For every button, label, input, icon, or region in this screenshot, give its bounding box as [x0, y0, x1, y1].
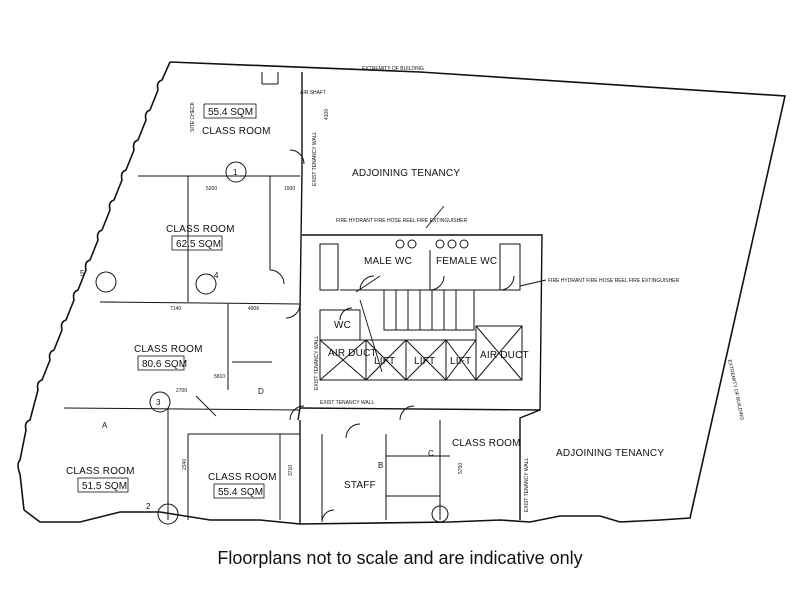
marker-4: 4: [214, 271, 219, 280]
plan-labels: EXTREMITY OF BUILDING AIR SHAFT ADJOININ…: [66, 66, 745, 512]
marker-d: D: [258, 387, 264, 396]
fire-equipment-left: FIRE HYDRANT FIRE HOSE REEL FIRE EXTINGU…: [336, 218, 468, 224]
room-3-name: CLASS ROOM: [134, 344, 203, 355]
lift-3-label: LIFT: [450, 356, 471, 367]
air-shaft-label: AIR SHAFT: [300, 90, 326, 96]
room-5-area: 55.4 SQM: [218, 487, 263, 498]
room-4-area: 51.5 SQM: [82, 481, 127, 492]
marker-c: C: [428, 449, 434, 458]
marker-2: 2: [146, 502, 151, 511]
dim-4100: 4100: [324, 109, 330, 120]
marker-a: A: [102, 421, 108, 430]
marker-b: B: [378, 461, 383, 470]
extremity-top-label: EXTREMITY OF BUILDING: [362, 66, 424, 72]
marker-5: 5: [80, 269, 85, 278]
service-core: [319, 239, 523, 381]
dim-5750: 5750: [458, 463, 464, 474]
tenancy-boundary: [297, 72, 543, 524]
room-1-name: CLASS ROOM: [202, 126, 271, 137]
staff-label: STAFF: [344, 480, 376, 491]
room-2-area: 62.5 SQM: [176, 239, 221, 250]
exist-tenancy-wall-b: EXIST TENANCY WALL: [314, 336, 320, 390]
site-check-label: SITE CHECK: [190, 101, 196, 132]
room-5-name: CLASS ROOM: [208, 472, 277, 483]
grid-markers: [95, 161, 449, 525]
room-6-name: CLASS ROOM: [452, 438, 521, 449]
lift-2-label: LIFT: [414, 356, 435, 367]
dim-7140: 7140: [170, 306, 181, 312]
exist-tenancy-wall-d: EXIST TENANCY WALL: [524, 458, 530, 512]
adjoining-tenancy-right-label: ADJOINING TENANCY: [556, 448, 664, 459]
lift-1-label: LIFT: [374, 356, 395, 367]
extremity-right-label: EXTREMITY OF BUILDING: [726, 359, 745, 421]
leader-lines: [195, 205, 547, 417]
air-duct-right-label: AIR DUCT: [480, 350, 529, 361]
room-1-area-box: [203, 103, 257, 119]
building-outline: [17, 61, 786, 525]
dim-1500: 1500: [284, 186, 295, 192]
room-2-area-box: [171, 235, 223, 251]
plan-caption: Floorplans not to scale and are indicati…: [217, 548, 583, 568]
male-wc-label: MALE WC: [364, 256, 412, 267]
room-3-area: 80.6 SQM: [142, 359, 187, 370]
wc-label: WC: [334, 320, 351, 331]
room-1-area: 55.4 SQM: [208, 107, 253, 118]
fire-equipment-right: FIRE HYDRANT FIRE HOSE REEL FIRE EXTINGU…: [548, 278, 680, 284]
marker-3: 3: [156, 398, 161, 407]
dim-3710: 3710: [288, 465, 294, 476]
dim-5810: 5810: [214, 374, 225, 380]
door-swings: [269, 149, 415, 523]
air-duct-left-label: AIR DUCT: [328, 348, 377, 359]
exist-tenancy-wall-a: EXIST TENANCY WALL: [312, 132, 318, 186]
dim-5200: 5200: [206, 186, 217, 192]
female-wc-label: FEMALE WC: [436, 256, 497, 267]
dim-2340: 2340: [182, 459, 188, 470]
room-4-area-box: [77, 477, 129, 493]
dim-2700: 2700: [176, 388, 187, 394]
internal-walls: [63, 72, 450, 520]
room-4-name: CLASS ROOM: [66, 466, 135, 477]
dim-4906: 4906: [248, 306, 259, 312]
room-2-name: CLASS ROOM: [166, 224, 235, 235]
room-3-area-box: [137, 355, 185, 371]
adjoining-tenancy-top-label: ADJOINING TENANCY: [352, 168, 460, 179]
room-5-area-box: [213, 483, 265, 499]
marker-1: 1: [233, 168, 238, 177]
exist-tenancy-wall-c: EXIST TENANCY WALL: [320, 400, 374, 406]
